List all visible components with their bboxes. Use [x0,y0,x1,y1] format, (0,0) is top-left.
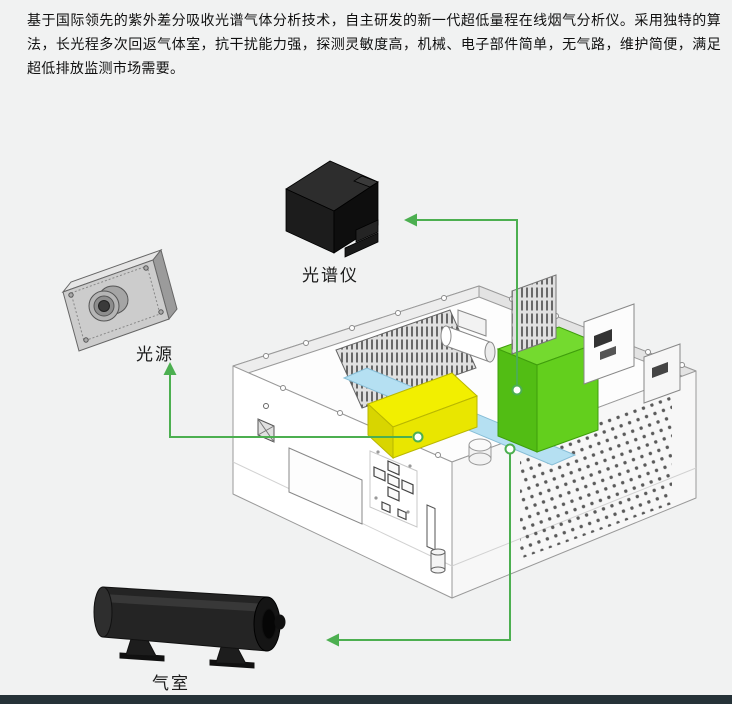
gas-cell-unit [93,586,286,669]
screw [158,309,164,315]
spectrometer-step [344,232,379,258]
card-slot [426,504,436,551]
keypad-screw [374,496,378,500]
yellow-right [392,395,478,459]
light-source-label: 光源 [136,345,174,364]
gas-cell-left-end [93,586,113,638]
screw [143,265,149,271]
slotted-bracket [511,274,557,355]
chip [594,329,612,348]
aux-button-2 [397,508,407,521]
screw [68,292,74,298]
link-spectrometer [416,219,518,385]
pump-end [440,325,452,347]
arrow-left-icon [404,213,417,227]
green-right [536,342,599,453]
keypad-up-button [387,460,400,476]
arrow-up-icon [163,362,177,375]
keypad-right-button [401,479,414,495]
intro-text: 基于国际领先的紫外差分吸收光谱气体分析技术，自主研发的新一代超低量程在线烟气分析… [27,12,721,76]
gas-cell-highlight [103,594,267,612]
display-window [288,447,363,525]
light-source-panel-outline [70,265,161,342]
pump-end [484,341,496,363]
keypad-down-button [387,486,400,502]
footer-bar [0,695,732,704]
spectrometer-step [355,219,379,243]
callout-links [163,213,523,647]
light-source-module-block [367,372,478,460]
light-source-unit [61,248,178,352]
screw [83,337,89,343]
lens-core [98,300,110,312]
spectrometer-notch [353,175,379,188]
connector-detail [257,425,275,436]
pump-box [457,309,487,337]
keypad-center-button [387,473,400,489]
keypad-screw [406,510,410,514]
pcb-board [583,303,635,385]
keypad-screw [376,450,380,454]
keypad-screw [408,464,412,468]
keypad-left-button [373,466,386,482]
link-endpoint [511,384,523,396]
vent-grid [520,396,672,559]
gas-cell-label: 气室 [152,674,190,693]
front-knob [430,548,446,574]
gas-cell-nub [274,614,286,630]
spectrometer-unit [285,160,379,258]
arrow-left-icon [326,633,339,647]
pump-assembly [440,309,496,363]
chassis-interior [335,274,681,466]
spectrometer-label: 光谱仪 [302,266,359,285]
keypad [369,450,418,528]
keypad-outline [369,450,418,528]
indicator-led [263,403,269,409]
chip [652,362,668,378]
spectrometer-module-block [496,326,600,453]
link-gas-cell [338,453,511,641]
aux-button-1 [381,501,391,514]
link-endpoint [412,431,424,443]
circuit-boards [511,274,681,404]
gas-cell-end-inner [261,608,277,640]
link-light-source [169,374,412,438]
mirror-cap [468,438,492,466]
chip [600,346,616,360]
link-endpoint [504,443,516,455]
